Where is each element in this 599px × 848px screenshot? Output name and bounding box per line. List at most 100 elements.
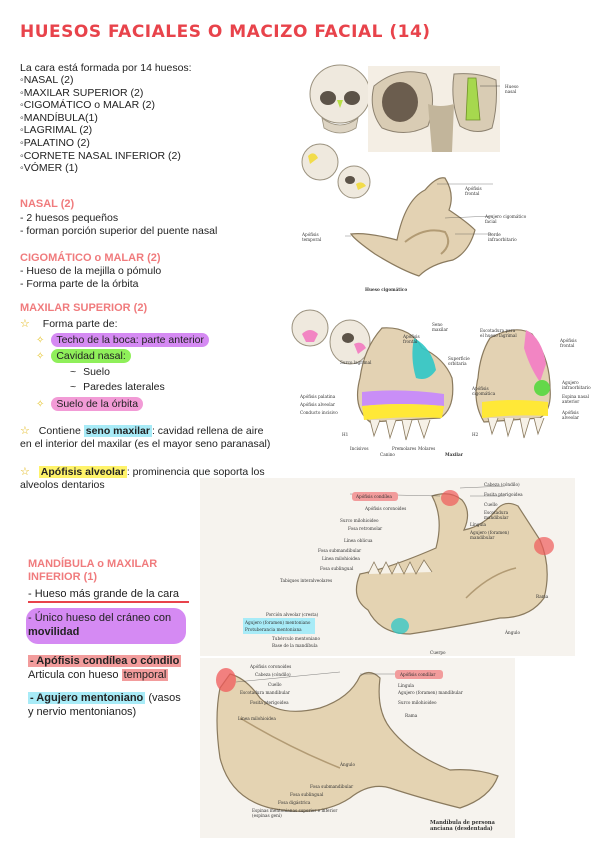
label: Apófisis: [472, 386, 489, 391]
maxilla-lateral-illustration: [357, 327, 454, 441]
maxilla-label-surco: Surco lagrimal: [340, 360, 372, 365]
maxilla-label-conducto: Conducto incisivo: [300, 410, 338, 415]
maxilla-label-canino: Canino: [380, 452, 395, 457]
mandible-label-cuerpo: Cuerpo: [430, 650, 446, 655]
maxilla-label-escotadura: Escotadura para el hueso lagrimal: [480, 328, 517, 338]
maxilla-label-cigomatica: Apófisis cigomática: [472, 386, 495, 396]
maxilla-caption: Maxilar: [445, 452, 463, 457]
mandibula-heading: MANDÍBULA o MAXILAR INFERIOR (1): [28, 558, 157, 584]
mandibula-condilea: - Apófisis condílea o cóndilo Articula c…: [28, 654, 182, 682]
mandible-label-angulo: Ángulo: [505, 630, 520, 635]
zygomatic-bone-illustration: [345, 177, 494, 277]
label: facial: [485, 219, 497, 224]
bone-list: ◦NASAL (2) ◦MAXILAR SUPERIOR (2) ◦CIGOMÁ…: [20, 74, 181, 175]
mandible2-label-cuello: Cuello: [268, 682, 282, 687]
highlight-red: [395, 670, 443, 679]
mandible-label-escotadura: Escotadura mandibular: [484, 510, 508, 520]
nasal-figure-label: Hueso nasal: [505, 84, 519, 94]
maxilla-label-h2: H2: [472, 432, 479, 437]
label: Escotadura: [484, 510, 509, 515]
label: nasal: [505, 89, 517, 94]
mandible2-label-digastrica: Fosa digástrica: [278, 800, 311, 805]
tilde-icon: ~: [70, 381, 77, 393]
mandible2-label-surco: Surco milohioideo: [398, 700, 437, 705]
list-item: ◦CORNETE NASAL INFERIOR (2): [20, 149, 181, 162]
mandible2-label-rama: Rama: [405, 713, 418, 718]
zygomatic-label-agujero: Agujero cigomático facial: [485, 214, 526, 224]
mandible2-caption: Mandíbula de persona anciana (desdentada…: [430, 820, 495, 832]
skull-side-illustration: [301, 143, 371, 199]
agujero-post: (vasos: [145, 692, 181, 704]
maxilar-forma: ☆ Forma parte de:: [20, 318, 118, 331]
label: mandibular: [484, 515, 509, 520]
highlight-blue: [243, 618, 315, 634]
nasal-heading: NASAL (2): [20, 198, 75, 210]
zygomatic-label-temporal: Apófisis temporal: [302, 232, 321, 242]
mandible-label-oblicua: Línea oblicua: [344, 538, 373, 543]
maxilar-paredes: ~ Paredes laterales: [70, 381, 165, 394]
mandible2-label-espinas: Espinas mentonianas superior e inferior …: [252, 808, 337, 818]
mandible-label-base: Base de la mandíbula: [272, 643, 318, 648]
maxilar-heading: MAXILAR SUPERIOR (2): [20, 302, 148, 314]
zygomatic-label-borde: Borde infraorbitario: [488, 232, 517, 242]
list-item: ◦MANDÍBULA(1): [20, 111, 98, 124]
cigomatico-heading: CIGOMÁTICO o MALAR (2): [20, 252, 161, 264]
label: Agujero: [562, 380, 579, 385]
star-icon: ☆: [20, 318, 30, 330]
maxilar-techo: ✧ Techo de la boca: parte anterior: [36, 333, 209, 348]
mandible-label-rama: Rama: [536, 594, 549, 599]
agujero-text: - Agujero mentoniano: [28, 692, 146, 704]
label: Escotadura para: [480, 328, 516, 333]
skull-maxilla-illustration: [291, 309, 371, 365]
maxilla-label-seno: Seno maxilar: [432, 322, 448, 332]
mandible2-label-cabeza: Cabeza (cóndilo): [255, 672, 291, 677]
tilde-icon: ~: [70, 366, 77, 378]
mandible-label-tabiques: Tabiques interalveolares: [280, 578, 333, 583]
mandible2-label-escotadura: Escotadura mandibular: [240, 690, 290, 695]
techo-text: Techo de la boca: parte anterior: [51, 333, 209, 347]
mandible-label-cuello: Cuello: [484, 502, 498, 507]
label: anterior: [562, 399, 580, 404]
list-item: ◦VÓMER (1): [20, 162, 78, 175]
mandible2-label-fosita: Fosita pterigoidea: [250, 700, 289, 705]
maxilla-label-alveolar2: Apófisis alveolar: [562, 410, 579, 420]
mandible2-label-agujero: Agujero (foramen) mandibular: [398, 690, 463, 695]
label: Superficie: [448, 356, 470, 361]
contiene-pre: Contiene: [38, 425, 84, 437]
nasal-text: - 2 huesos pequeños - forman porción sup…: [20, 212, 217, 237]
seno-maxilar-text: seno maxilar: [83, 425, 152, 437]
maxilla-label-frontal2: Apófisis frontal: [560, 338, 577, 348]
label: temporal: [302, 237, 322, 242]
contiene-post: : cavidad rellena de aire: [151, 425, 264, 437]
cavidad-text: Cavidad nasal:: [51, 349, 131, 363]
zygomatic-label-frontal: Apófisis frontal: [465, 186, 482, 196]
mandible2-label-condilar: Apófisis condilar: [400, 672, 436, 677]
maxilla-label-premolares: Premolares: [392, 446, 417, 451]
mandible-label-retromolar: Fosa retromolar: [348, 526, 383, 531]
label: mandibular: [470, 535, 495, 540]
label: Apófisis: [403, 334, 420, 339]
maxilla-label-h1: H1: [342, 432, 349, 437]
apofisis-alveolar-text: Apófisis alveolar: [38, 466, 127, 478]
mandible2-label-coronoides: Apófisis coronoides: [250, 664, 292, 669]
sparkle-icon: ✧: [36, 335, 45, 346]
label: Apófisis: [560, 338, 577, 343]
mandible2-label-sublingual: Fosa sublingual: [290, 792, 324, 797]
cigomatico-text: - Hueso de la mejilla o pómulo - Forma p…: [20, 265, 161, 290]
mandible-label-milohioidea: Línea milohioidea: [322, 556, 360, 561]
list-item: - Forma parte de la órbita: [20, 277, 139, 290]
label: infraorbitario: [488, 237, 517, 242]
mandible-label-porcion: Porción alveolar (cresta): [266, 612, 319, 617]
label: (espinas geni): [252, 813, 282, 818]
mandible2-label-milohioidea: Línea milohioidea: [238, 716, 276, 721]
label: frontal: [465, 191, 480, 196]
mandibula-heading-line2: INFERIOR (1): [28, 571, 98, 583]
star-icon: ☆: [20, 466, 30, 478]
label: Agujero (foramen): [470, 530, 510, 535]
mandible2-label-angulo: Ángulo: [340, 762, 355, 767]
list-item: ◦CIGOMÁTICO o MALAR (2): [20, 99, 155, 112]
mandible-label-lingula: Língula: [470, 522, 487, 527]
maxilla-label-molares: Molares: [418, 446, 436, 451]
mandible-label-protuberancia: Protuberancia mentoniana: [245, 627, 302, 632]
mandible-label-mentoniano: Agujero (foramen) mentoniano: [245, 620, 311, 625]
